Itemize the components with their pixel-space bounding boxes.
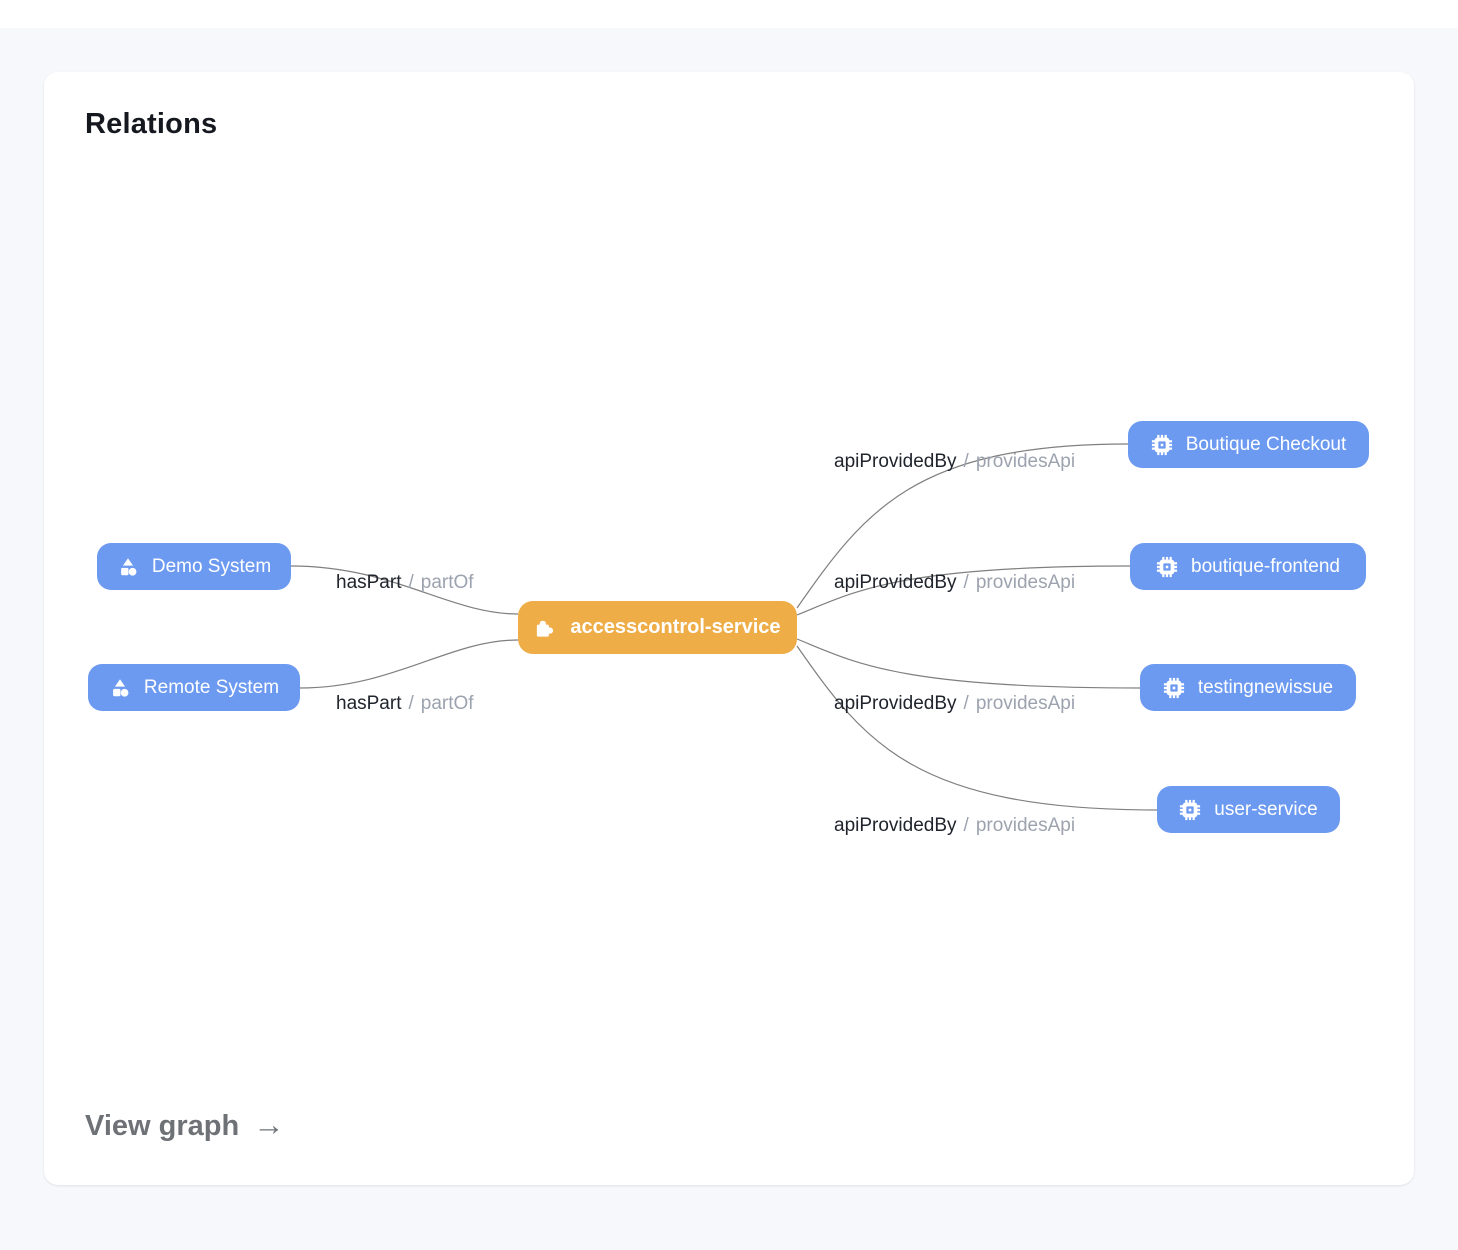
node-label: user-service (1214, 798, 1318, 820)
chip-icon (1156, 556, 1178, 578)
relations-graph: Demo System Remote System acces (44, 72, 1414, 1185)
edge-relation-out: hasPart (336, 693, 402, 714)
node-testingnewissue[interactable]: testingnewissue (1140, 664, 1356, 711)
edge-relation-in: providesApi (975, 451, 1076, 472)
edge-label-separator: / (963, 572, 969, 593)
edge-label-api-3: apiProvidedBy / providesApi (834, 693, 1075, 715)
node-user-service[interactable]: user-service (1157, 786, 1340, 833)
node-label: boutique-frontend (1191, 555, 1340, 577)
edge-relation-in: partOf (420, 572, 474, 593)
chip-icon (1151, 434, 1173, 456)
edge-relation-out: apiProvidedBy (834, 815, 957, 836)
system-icon (117, 556, 139, 578)
view-graph-link[interactable]: View graph → (85, 1107, 285, 1144)
relations-card: Relations Demo System (44, 72, 1414, 1185)
edge-remote-system (299, 639, 519, 689)
view-graph-label: View graph (85, 1109, 240, 1142)
edge-relation-in: providesApi (975, 572, 1076, 593)
node-label: testingnewissue (1197, 676, 1334, 698)
edge-layer (290, 443, 1158, 811)
chip-icon (1179, 799, 1201, 821)
edge-label-separator: / (408, 572, 414, 593)
edge-relation-out: apiProvidedBy (834, 572, 957, 593)
edge-testingnewissue (796, 638, 1141, 689)
node-label: Remote System (143, 676, 280, 698)
edge-boutique-checkout (796, 443, 1129, 609)
edge-boutique-frontend (796, 565, 1131, 616)
edge-label-api-2: apiProvidedBy / providesApi (834, 572, 1075, 594)
edge-label-separator: / (963, 451, 969, 472)
chip-icon (1163, 677, 1185, 699)
node-label: accesscontrol-service (570, 616, 781, 638)
edge-relation-out: apiProvidedBy (834, 451, 957, 472)
edge-user-service (796, 645, 1158, 811)
puzzle-icon (534, 616, 557, 639)
edge-demo-system (290, 565, 519, 615)
edge-label-haspart-1: hasPart / partOf (336, 572, 474, 594)
edge-relation-in: partOf (420, 693, 474, 714)
system-icon (109, 677, 131, 699)
top-strip (0, 0, 1458, 28)
node-accesscontrol-service[interactable]: accesscontrol-service (518, 601, 797, 654)
edge-label-haspart-2: hasPart / partOf (336, 693, 474, 715)
edge-relation-out: hasPart (336, 572, 402, 593)
edge-label-separator: / (408, 693, 414, 714)
edge-label-separator: / (963, 693, 969, 714)
edge-relation-in: providesApi (975, 815, 1076, 836)
edge-label-api-1: apiProvidedBy / providesApi (834, 451, 1075, 473)
edge-label-separator: / (963, 815, 969, 836)
page-title: Relations (85, 108, 218, 140)
node-label: Demo System (151, 555, 272, 577)
edge-relation-in: providesApi (975, 693, 1076, 714)
edge-relation-out: apiProvidedBy (834, 693, 957, 714)
node-demo-system[interactable]: Demo System (97, 543, 291, 590)
node-label: Boutique Checkout (1185, 433, 1347, 455)
arrow-right-icon: → (253, 1107, 285, 1142)
edge-label-api-4: apiProvidedBy / providesApi (834, 815, 1075, 837)
node-remote-system[interactable]: Remote System (88, 664, 300, 711)
node-boutique-frontend[interactable]: boutique-frontend (1130, 543, 1366, 590)
node-boutique-checkout[interactable]: Boutique Checkout (1128, 421, 1369, 468)
